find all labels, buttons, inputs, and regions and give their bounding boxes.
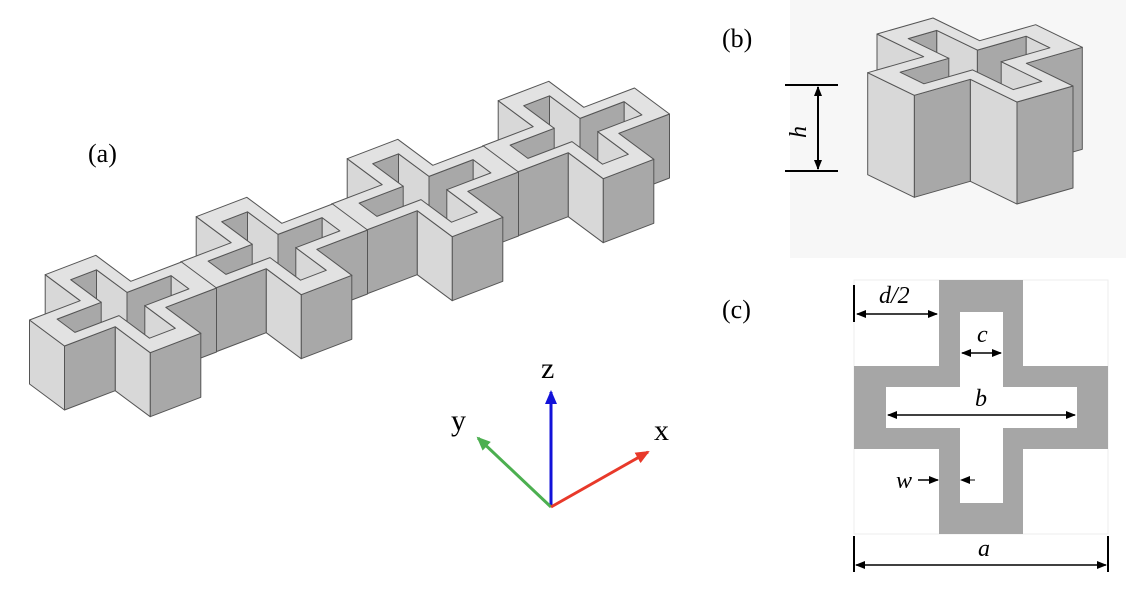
a-label: a — [978, 536, 990, 562]
outer-wall-face — [1016, 85, 1074, 205]
x-axis-label: x — [654, 414, 669, 447]
top-face — [331, 138, 519, 238]
w-label: w — [896, 468, 912, 494]
unit-cell-1 — [29, 254, 217, 418]
b-label: b — [975, 386, 987, 412]
unit-cell-3d — [867, 17, 1083, 205]
height-label: h — [786, 126, 812, 138]
panel-a: (a) z y x — [29, 80, 670, 509]
unit-cell-b — [867, 17, 1083, 205]
dimension-w: w — [896, 468, 975, 494]
z-axis-label: z — [541, 352, 554, 385]
panel-b: (b) h — [722, 0, 1126, 258]
d-half-label: d/2 — [879, 283, 910, 309]
panel-c-label: (c) — [722, 295, 751, 324]
cross-strip-3d — [29, 80, 670, 418]
dimension-c: c — [961, 322, 1002, 357]
coordinate-axes: z y x — [451, 352, 669, 509]
dimension-a: a — [853, 536, 1109, 572]
c-label: c — [977, 322, 988, 348]
panel-c: (c) d/2 c b w a — [722, 279, 1109, 572]
panel-b-label: (b) — [722, 24, 752, 53]
top-face — [867, 17, 1083, 103]
dimension-d-half: d/2 — [853, 283, 938, 322]
height-dimension: h — [785, 84, 838, 172]
outer-wall-face — [913, 78, 971, 198]
top-face — [29, 254, 217, 354]
top-face — [482, 80, 670, 180]
y-axis-label: y — [451, 404, 466, 437]
dimension-b: b — [887, 386, 1076, 419]
x-axis-arrow — [550, 450, 650, 509]
y-axis-arrow — [476, 436, 553, 509]
top-face — [180, 196, 368, 296]
panel-a-label: (a) — [88, 139, 117, 168]
